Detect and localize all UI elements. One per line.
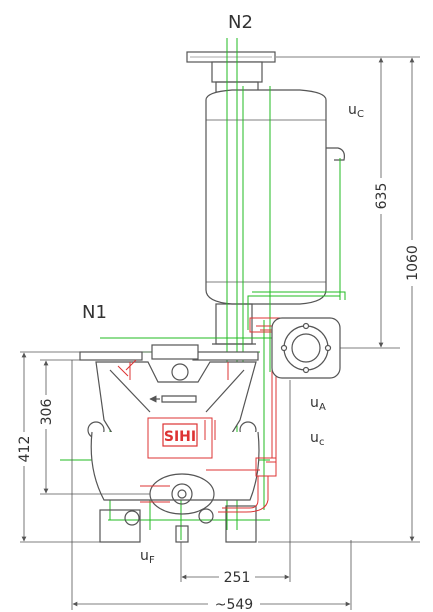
dim-306: 306 [39,399,55,426]
connection-uc-mid: u c [310,430,325,448]
dim-412: 412 [17,436,33,463]
connection-uf: u F [140,548,155,566]
connection-uc-top: u C [348,102,364,120]
conn-uf-letter: u [140,548,149,564]
logo-text: SIHI [164,429,196,445]
outlet-label-n2: N2 [228,12,253,33]
conn-ua-letter: u [310,395,319,411]
conn-uc-mid-sub: c [319,437,325,448]
dim-251: 251 [224,570,251,586]
connection-ua: u A [310,395,326,413]
conn-uc-mid-letter: u [310,430,319,446]
dim-549: ~549 [215,597,253,612]
sihi-logo: SIHI [162,423,198,447]
conn-uc-top-sub: C [357,109,364,120]
conn-uf-sub: F [149,555,155,566]
separator-tank [186,51,345,345]
dim-635: 635 [374,183,390,210]
dim-1060: 1060 [405,245,421,281]
discharge-flange [271,317,341,379]
inlet-label-n1: N1 [82,302,107,323]
conn-uc-top-letter: u [348,102,357,118]
dim-text-backgrounds [16,178,420,612]
pump-body [79,344,260,543]
conn-ua-sub: A [319,402,326,413]
red-piping [117,317,281,513]
